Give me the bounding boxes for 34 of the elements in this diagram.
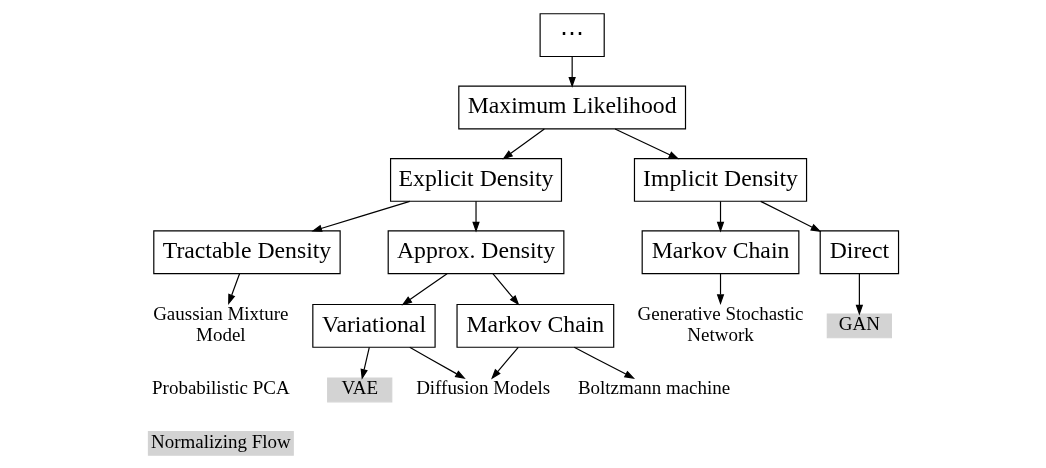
node-box: ⋯	[539, 12, 605, 57]
node-box: Direct	[819, 229, 899, 274]
arrow	[716, 272, 724, 305]
arrow	[471, 200, 480, 232]
node-box: Explicit Density	[389, 157, 562, 202]
arrow	[360, 346, 370, 380]
arrow	[759, 200, 821, 232]
node-text: Diffusion Models	[415, 376, 550, 398]
node-box: Tractable Density	[152, 229, 341, 274]
node-text: Boltzmann machine	[577, 376, 730, 398]
arrow	[501, 127, 545, 160]
arrow	[310, 200, 410, 232]
label: Probabilistic PCA	[151, 376, 290, 398]
arrow	[227, 272, 240, 305]
arrow	[490, 346, 519, 379]
node-box: Implicit Density	[633, 157, 807, 202]
arrow	[855, 272, 863, 315]
label: Normalizing Flow	[150, 430, 291, 452]
node-box: Maximum Likelihood	[457, 85, 686, 129]
node-text: Gaussian Mixture Model	[152, 302, 289, 345]
node-box: Approx. Density	[387, 229, 564, 274]
arrow	[716, 200, 724, 232]
node-box: VAE	[326, 377, 392, 402]
node-box: Markov Chain	[641, 229, 799, 274]
node-box: GAN	[826, 312, 892, 338]
arrow	[573, 346, 635, 379]
arrow	[401, 272, 448, 305]
node-text: Generative Stochastic Network	[637, 302, 803, 345]
arrow	[614, 127, 679, 159]
node-box: Variational	[311, 303, 436, 348]
arrow	[491, 272, 519, 306]
arrow	[408, 346, 466, 379]
node-box: Markov Chain	[455, 303, 614, 348]
arrow	[567, 55, 576, 88]
